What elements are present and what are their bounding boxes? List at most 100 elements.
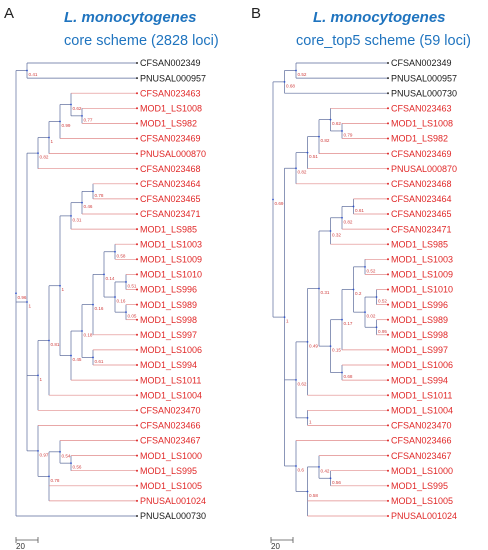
leaf-label: MOD1_LS1011 [140,375,201,385]
support-value: 0.46 [84,204,93,209]
node-dot [364,265,366,268]
leaf-label: CFSAN023470 [391,421,452,431]
node-dot [341,318,343,321]
support-value: 0.79 [344,132,353,137]
leaf-dot [136,515,138,517]
leaf-dot [387,515,389,517]
leaf-dot [136,288,138,291]
leaf-dot [387,379,389,382]
leaf-dot [136,213,138,215]
node-dot [48,136,50,139]
support-value: 0.52 [298,72,307,77]
leaf-label: PNUSAL000730 [140,511,206,521]
leaf-label: MOD1_LS994 [140,360,197,370]
leaf-label: MOD1_LS1004 [140,390,202,400]
leaf-dot [387,62,389,64]
leaf-dot [136,348,138,351]
support-value: 0.16 [95,306,104,311]
node-dot [272,198,274,201]
support-value: 0.62 [298,381,307,386]
leaf-dot [136,303,138,306]
leaf-dot [136,122,138,125]
leaf-label: CFSAN023471 [140,209,201,219]
leaf-label: MOD1_LS985 [391,239,448,249]
leaf-label: MOD1_LS1000 [140,451,202,461]
support-value: 0.82 [344,219,353,224]
leaf-dot [136,484,138,487]
leaf-dot [387,197,389,200]
leaf-label: CFSAN002349 [140,58,201,68]
scale-bar: 20 [15,537,39,550]
leaf-dot [136,439,138,442]
leaf-label: CFSAN023463 [391,104,452,114]
leaf-dot [136,499,138,502]
support-value: 0.82 [298,170,307,175]
node-dot [114,296,116,298]
leaf-label: MOD1_LS996 [140,285,197,295]
leaf-label: PNUSAL000870 [140,149,206,159]
leaf-dot [136,379,138,382]
leaf-dot [387,303,389,306]
node-dot [375,326,378,329]
node-dot [295,465,297,467]
node-dot [341,371,343,374]
node-dot [125,311,127,314]
support-value: 0.16 [117,299,126,304]
leaf-label: MOD1_LS1009 [140,255,202,265]
leaf-label: PNUSAL000730 [391,88,457,98]
leaf-label: CFSAN023468 [391,179,452,189]
leaf-dot [136,137,138,140]
node-dot [37,374,39,377]
leaf-label: MOD1_LS1010 [391,285,453,295]
leaf-label: MOD1_LS1006 [391,360,453,370]
node-dot [295,69,297,72]
leaf-label: MOD1_LS1003 [391,255,453,265]
leaf-dot [387,273,389,276]
node-dot [375,296,378,298]
leaf-dot [387,92,389,95]
leaf-dot [387,137,389,140]
node-dot [70,462,72,465]
support-value: 0.31 [73,217,82,222]
leaf-label: MOD1_LS1008 [391,119,453,129]
leaf-label: MOD1_LS989 [391,315,448,325]
leaf-dot [136,152,138,155]
node-dot [92,190,94,193]
leaf-label: MOD1_LS982 [391,134,448,144]
support-value: 0.62 [332,121,341,126]
node-dot [48,475,50,478]
leaf-dot [387,364,389,366]
leaf-dot [136,62,138,64]
leaf-dot [387,394,389,397]
support-value: 0.58 [117,253,126,258]
phylogenetic-tree: 0.520.680.790.620.820.510.820.610.820.32… [272,58,457,521]
support-value: 0.78 [51,478,60,483]
support-value: 0.31 [321,290,330,295]
leaf-label: MOD1_LS1003 [140,239,202,249]
leaf-dot [136,182,138,185]
node-dot [306,151,309,154]
leaf-dot [387,454,389,457]
leaf-dot [387,424,389,427]
node-dot [318,287,320,290]
node-dot [15,292,17,295]
panel-b: B L. monocytogenes core_top5 scheme (59 … [251,5,471,550]
support-value: 0.69 [275,201,284,206]
node-dot [48,339,50,342]
node-dot [26,69,28,72]
support-value: 0.61 [355,208,364,213]
leaf-label: MOD1_LS995 [140,466,197,476]
leaf-label: CFSAN023467 [391,451,452,461]
leaf-label: MOD1_LS997 [140,330,197,340]
node-dot [364,311,366,314]
leaf-dot [387,228,389,231]
leaf-dot [136,454,138,457]
leaf-label: MOD1_LS985 [140,224,197,234]
leaf-label: PNUSAL000957 [391,73,457,83]
node-dot [329,230,332,232]
node-dot [103,273,105,276]
leaf-label: MOD1_LS1006 [140,345,202,355]
leaf-dot [136,333,138,336]
leaf-label: CFSAN023465 [391,209,452,219]
support-value: 0.81 [51,342,60,347]
